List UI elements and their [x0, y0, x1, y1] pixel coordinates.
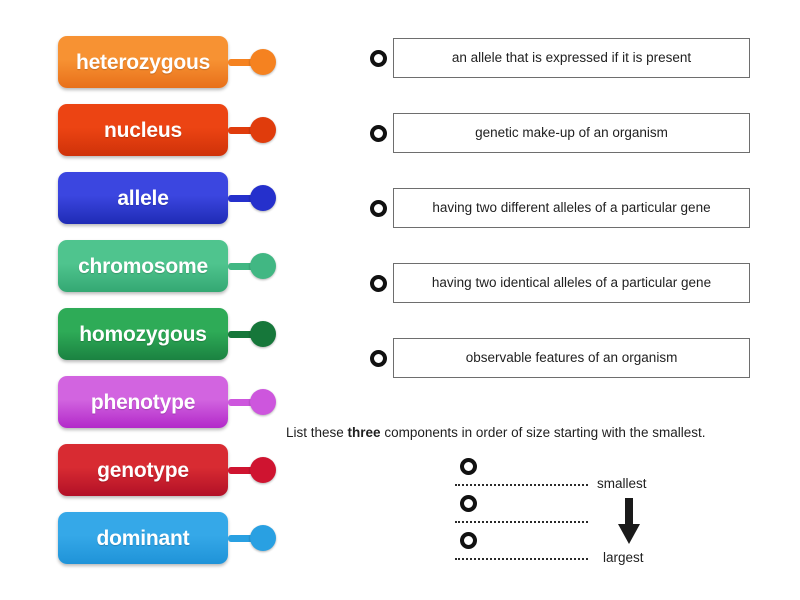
definition-box[interactable]: observable features of an organism: [393, 338, 750, 378]
term-label: nucleus: [104, 118, 182, 142]
definition-box[interactable]: an allele that is expressed if it is pre…: [393, 38, 750, 78]
instruction-emphasis: three: [347, 425, 381, 440]
term-row: phenotype: [58, 376, 288, 428]
term-row: allele: [58, 172, 288, 224]
drop-target-icon[interactable]: [370, 199, 387, 217]
connector-knob-icon[interactable]: [250, 185, 276, 211]
drop-target-icon[interactable]: [460, 458, 477, 475]
term-label: phenotype: [90, 390, 196, 414]
term-chip-homozygous[interactable]: homozygous: [58, 308, 228, 360]
ordering-slot-row: [455, 532, 650, 566]
term-label: homozygous: [79, 322, 207, 346]
drop-target-icon[interactable]: [370, 349, 387, 367]
definitions-column: an allele that is expressed if it is pre…: [370, 36, 750, 411]
connector-knob-icon[interactable]: [250, 389, 276, 415]
definition-row: an allele that is expressed if it is pre…: [370, 36, 750, 80]
connector-stem: [228, 467, 256, 474]
instruction-suffix: components in order of size starting wit…: [380, 425, 706, 440]
term-connector[interactable]: [228, 117, 286, 143]
connector-stem: [228, 331, 256, 338]
drop-target-icon[interactable]: [460, 495, 477, 512]
term-label: heterozygous: [75, 50, 211, 74]
term-row: homozygous: [58, 308, 288, 360]
definition-row: having two identical alleles of a partic…: [370, 261, 750, 305]
definition-text: genetic make-up of an organism: [475, 124, 668, 140]
term-label: chromosome: [78, 254, 208, 278]
answer-line[interactable]: [455, 558, 588, 560]
definition-box[interactable]: genetic make-up of an organism: [393, 113, 750, 153]
connector-stem: [228, 127, 256, 134]
term-connector[interactable]: [228, 49, 286, 75]
connector-knob-icon[interactable]: [250, 253, 276, 279]
rank-label-largest: largest: [603, 550, 644, 565]
term-chip-genotype[interactable]: genotype: [58, 444, 228, 496]
rank-label-smallest: smallest: [597, 476, 647, 491]
term-connector[interactable]: [228, 253, 286, 279]
connector-knob-icon[interactable]: [250, 457, 276, 483]
term-row: dominant: [58, 512, 288, 564]
down-arrow-icon: [618, 498, 640, 544]
instruction-prefix: List these: [286, 425, 348, 440]
term-chip-dominant[interactable]: dominant: [58, 512, 228, 564]
term-label: genotype: [97, 458, 189, 482]
term-chip-allele[interactable]: allele: [58, 172, 228, 224]
connector-stem: [228, 535, 256, 542]
term-row: genotype: [58, 444, 288, 496]
drop-target-icon[interactable]: [370, 49, 387, 67]
definition-text: having two different alleles of a partic…: [432, 199, 711, 215]
term-chip-nucleus[interactable]: nucleus: [58, 104, 228, 156]
drop-target-icon[interactable]: [370, 274, 387, 292]
term-chip-chromosome[interactable]: chromosome: [58, 240, 228, 292]
ordering-slot-row: [455, 495, 650, 529]
definition-text: an allele that is expressed if it is pre…: [451, 49, 692, 65]
connector-stem: [228, 263, 256, 270]
connector-stem: [228, 195, 256, 202]
definition-box[interactable]: having two identical alleles of a partic…: [393, 263, 750, 303]
ordering-instruction: List these three components in order of …: [286, 425, 756, 440]
term-row: chromosome: [58, 240, 288, 292]
definition-text: observable features of an organism: [465, 349, 678, 365]
connector-knob-icon[interactable]: [250, 49, 276, 75]
connector-stem: [228, 59, 256, 66]
term-connector[interactable]: [228, 185, 286, 211]
connector-knob-icon[interactable]: [250, 525, 276, 551]
definition-row: genetic make-up of an organism: [370, 111, 750, 155]
term-label: dominant: [96, 526, 190, 550]
terms-column: heterozygous nucleus allele chromosome: [58, 36, 288, 580]
term-chip-heterozygous[interactable]: heterozygous: [58, 36, 228, 88]
connector-knob-icon[interactable]: [250, 321, 276, 347]
definition-text: having two identical alleles of a partic…: [431, 274, 712, 290]
term-connector[interactable]: [228, 321, 286, 347]
term-connector[interactable]: [228, 525, 286, 551]
term-connector[interactable]: [228, 389, 286, 415]
connector-stem: [228, 399, 256, 406]
term-row: nucleus: [58, 104, 288, 156]
answer-line[interactable]: [455, 484, 588, 486]
answer-line[interactable]: [455, 521, 588, 523]
definition-box[interactable]: having two different alleles of a partic…: [393, 188, 750, 228]
term-row: heterozygous: [58, 36, 288, 88]
definition-row: having two different alleles of a partic…: [370, 186, 750, 230]
drop-target-icon[interactable]: [460, 532, 477, 549]
ordering-section: smallest largest: [455, 458, 735, 578]
term-chip-phenotype[interactable]: phenotype: [58, 376, 228, 428]
connector-knob-icon[interactable]: [250, 117, 276, 143]
definition-row: observable features of an organism: [370, 336, 750, 380]
ordering-slot-row: [455, 458, 650, 492]
drop-target-icon[interactable]: [370, 124, 387, 142]
term-label: allele: [117, 186, 169, 210]
term-connector[interactable]: [228, 457, 286, 483]
